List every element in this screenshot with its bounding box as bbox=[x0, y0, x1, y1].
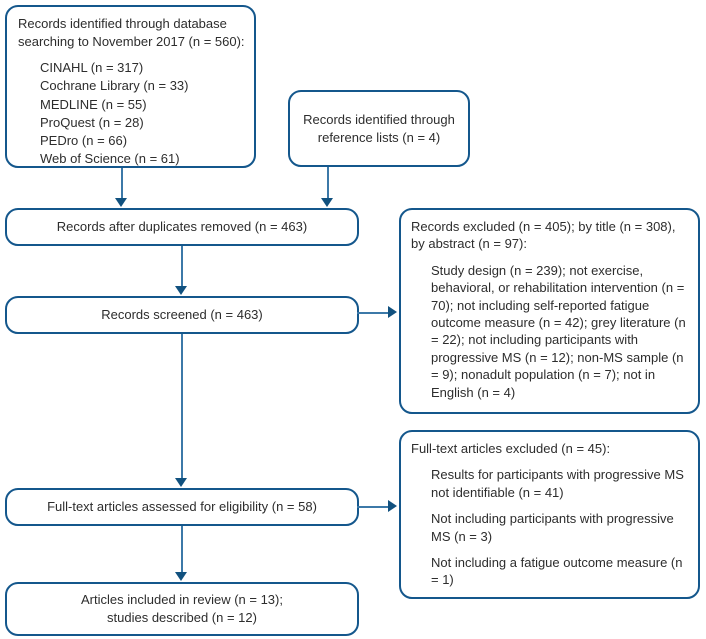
records-excluded-title: Records excluded (n = 405); by title (n … bbox=[411, 219, 676, 252]
fulltext-excluded-reason: Results for participants with progressiv… bbox=[431, 467, 684, 500]
arrow-fulltext-to-excluded-stem bbox=[357, 506, 389, 508]
identified-database-title: Records identified through database sear… bbox=[18, 16, 245, 49]
identified-reference-text: Records identified through reference lis… bbox=[303, 112, 455, 145]
identified-database-list: CINAHL (n = 317) Cochrane Library (n = 3… bbox=[40, 59, 246, 169]
database-item: ProQuest (n = 28) bbox=[40, 114, 144, 130]
arrow-screened-to-fulltext-head-icon bbox=[175, 478, 187, 487]
box-fulltext-excluded: Full-text articles excluded (n = 45): Re… bbox=[399, 430, 700, 599]
arrow-screened-to-excluded-stem bbox=[357, 312, 389, 314]
arrow-fulltext-to-included-stem bbox=[181, 526, 183, 573]
box-records-screened: Records screened (n = 463) bbox=[5, 296, 359, 334]
fulltext-assessed-text: Full-text articles assessed for eligibil… bbox=[47, 499, 317, 515]
arrow-database-to-duplicates-stem bbox=[121, 168, 123, 199]
box-records-excluded: Records excluded (n = 405); by title (n … bbox=[399, 208, 700, 414]
arrow-database-to-duplicates-head-icon bbox=[115, 198, 127, 207]
database-item: Cochrane Library (n = 33) bbox=[40, 78, 189, 94]
fulltext-excluded-title: Full-text articles excluded (n = 45): bbox=[411, 441, 611, 456]
box-fulltext-assessed: Full-text articles assessed for eligibil… bbox=[5, 488, 359, 526]
database-item: Web of Science (n = 61) bbox=[40, 151, 180, 167]
box-records-identified-database: Records identified through database sear… bbox=[5, 5, 256, 168]
records-screened-text: Records screened (n = 463) bbox=[101, 307, 263, 323]
records-excluded-detail: Study design (n = 239); not exercise, be… bbox=[431, 262, 686, 400]
included-line2: studies described (n = 12) bbox=[107, 610, 257, 625]
arrow-fulltext-to-included-head-icon bbox=[175, 572, 187, 581]
after-duplicates-text: Records after duplicates removed (n = 46… bbox=[56, 219, 308, 235]
included-line1: Articles included in review (n = 13); bbox=[81, 592, 283, 607]
fulltext-excluded-reason: Not including a fatigue outcome measure … bbox=[431, 555, 683, 588]
arrow-fulltext-to-excluded-head-icon bbox=[388, 500, 397, 512]
database-item: PEDro (n = 66) bbox=[40, 133, 128, 149]
arrow-screened-to-fulltext-stem bbox=[181, 334, 183, 479]
database-item: MEDLINE (n = 55) bbox=[40, 96, 147, 112]
fulltext-excluded-reason: Not including participants with progress… bbox=[431, 511, 674, 544]
arrow-reference-to-duplicates-stem bbox=[327, 167, 329, 199]
box-records-identified-reference: Records identified through reference lis… bbox=[288, 90, 470, 167]
box-articles-included: Articles included in review (n = 13); st… bbox=[5, 582, 359, 636]
arrow-reference-to-duplicates-head-icon bbox=[321, 198, 333, 207]
arrow-duplicates-to-screened-stem bbox=[181, 246, 183, 287]
arrow-screened-to-excluded-head-icon bbox=[388, 306, 397, 318]
box-after-duplicates: Records after duplicates removed (n = 46… bbox=[5, 208, 359, 246]
database-item: CINAHL (n = 317) bbox=[40, 60, 144, 75]
arrow-duplicates-to-screened-head-icon bbox=[175, 286, 187, 295]
